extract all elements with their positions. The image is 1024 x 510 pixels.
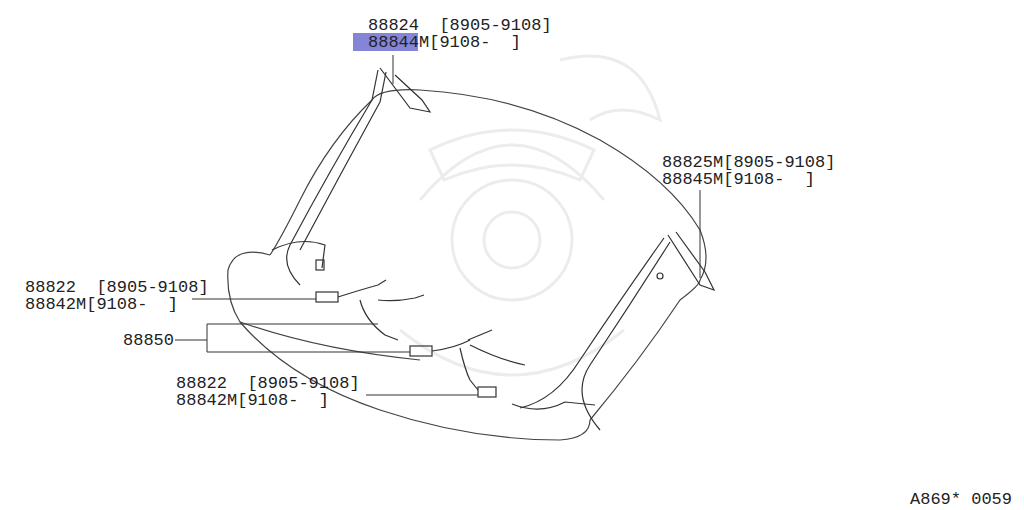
- callout-number: 88822 [8905-9108]: [176, 376, 360, 391]
- figure-code: A869* 0059: [910, 492, 1012, 507]
- leader-line: [175, 55, 700, 395]
- callout-number: 88825M[8905-9108]: [662, 155, 835, 170]
- callout-number: 88844M[9108- ]: [368, 35, 521, 50]
- callout-number: 88822 [8905-9108]: [25, 280, 209, 295]
- watermark: [400, 56, 660, 375]
- callout-number: 88845M[9108- ]: [662, 172, 815, 187]
- callout-number: 88842M[9108- ]: [25, 297, 178, 312]
- callout-number: 88850: [123, 333, 174, 348]
- callout-number: 88842M[9108- ]: [176, 393, 329, 408]
- callout-number: 88824 [8905-9108]: [368, 18, 552, 33]
